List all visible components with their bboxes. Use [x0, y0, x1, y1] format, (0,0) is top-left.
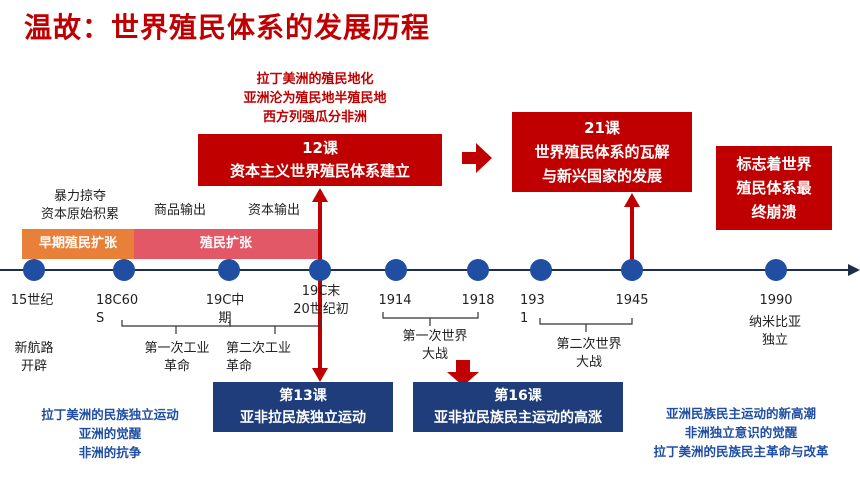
timeline-dot-1990: [765, 259, 787, 281]
bracket-ww1: [382, 312, 479, 319]
note-latin-america-colonized: 拉丁美洲的殖民地化: [256, 72, 374, 87]
timeline-dot-15c: [23, 259, 45, 281]
progress-arrow-right: [462, 143, 492, 173]
label-first-industrial-revolution: 第一次工业 革命: [144, 341, 210, 374]
lesson-12-box: 12课 资本主义世界殖民体系建立: [198, 134, 442, 186]
timeline-dot-19c-end: [309, 259, 331, 281]
bar-colonial-label: 殖民扩张: [199, 236, 252, 251]
note-asia-awakening: 亚洲的觉醒: [78, 426, 142, 441]
note-asia-colonized: 亚洲沦为殖民地半殖民地: [243, 91, 387, 106]
label-ww2: 第二次世界 大战: [556, 337, 622, 370]
timeline-dot-18c60s: [113, 259, 135, 281]
bracket-ww2: [539, 318, 633, 325]
lesson-13-title: 亚非拉民族独立运动: [240, 410, 366, 426]
year-19c-end: 19C末 20世纪初: [293, 284, 349, 317]
note-latin-america-revolution-reform: 拉丁美洲的民族民主革命与改革: [653, 444, 829, 459]
red-arrow-down-head: [312, 368, 328, 382]
year-18c60s: 18C60 S: [96, 293, 139, 326]
page-title: 温故：世界殖民体系的发展历程: [24, 11, 431, 44]
note-africa-independence-awareness: 非洲独立意识的觉醒: [684, 425, 798, 440]
lesson-16-box: 第16课 亚非拉民族民主运动的高涨: [413, 382, 623, 432]
label-ww1: 第一次世界 大战: [402, 329, 468, 362]
note-asia-new-upsurge: 亚洲民族民主运动的新高潮: [665, 406, 816, 421]
bar-early-colonial-expansion: 早期殖民扩张: [22, 229, 134, 259]
timeline-arrowhead: [848, 264, 860, 276]
timeline-dot-19c-mid: [218, 259, 240, 281]
arrow-16-shaft: [456, 360, 470, 372]
label-commodity-export: 商品输出: [153, 203, 206, 218]
final-collapse-box: 标志着世界 殖民体系最 终崩溃: [716, 146, 832, 230]
note-africa-struggle: 非洲的抗争: [78, 445, 142, 460]
timeline-dot-1918: [467, 259, 489, 281]
year-19c-mid: 19C中 期: [205, 293, 245, 326]
arrow-1945-head: [624, 193, 640, 207]
year-15c: 15世纪: [10, 293, 54, 308]
lesson-12-title: 资本主义世界殖民体系建立: [229, 162, 410, 180]
year-1914: 1914: [378, 293, 412, 308]
bar-colonial-expansion: 殖民扩张: [134, 229, 318, 259]
lesson-21-number: 21课: [584, 119, 620, 137]
lesson-21-box: 21课 世界殖民体系的瓦解 与新兴国家的发展: [512, 112, 692, 192]
note-africa-partitioned: 西方列强瓜分非洲: [262, 110, 367, 125]
label-capital-export: 资本输出: [247, 203, 300, 218]
label-second-industrial-revolution: 第二次工业 革命: [226, 341, 292, 374]
timeline-dot-1914: [385, 259, 407, 281]
lesson-16-number: 第16课: [494, 388, 542, 404]
year-1931: 193 1: [520, 293, 545, 326]
left-blue-notes: 拉丁美洲的民族独立运动 亚洲的觉醒 非洲的抗争: [20, 405, 200, 462]
lesson-16-title: 亚非拉民族民主运动的高涨: [434, 410, 602, 426]
year-1918: 1918: [461, 293, 495, 308]
timeline-dot-1945: [621, 259, 643, 281]
note-latin-america-independence: 拉丁美洲的民族独立运动: [41, 407, 179, 422]
arrow-16-head: [447, 372, 479, 386]
year-1990: 1990: [759, 293, 793, 308]
year-1945: 1945: [615, 293, 649, 308]
final-collapse-line-2: 殖民体系最: [736, 179, 812, 197]
final-collapse-line-3: 终崩溃: [751, 203, 797, 221]
lesson-21-title-2: 与新兴国家的发展: [541, 167, 662, 185]
right-blue-notes: 亚洲民族民主运动的新高潮 非洲独立意识的觉醒 拉丁美洲的民族民主革命与改革: [628, 404, 854, 461]
label-violent-plunder: 暴力掠夺: [53, 189, 106, 204]
lesson-21-title-1: 世界殖民体系的瓦解: [534, 143, 670, 161]
top-red-notes: 拉丁美洲的殖民地化 亚洲沦为殖民地半殖民地 西方列强瓜分非洲: [200, 70, 430, 127]
red-arrow-up-head: [312, 188, 328, 202]
lesson-13-box: 第13课 亚非拉民族独立运动: [213, 382, 393, 432]
lesson-12-number: 12课: [302, 139, 338, 157]
label-primitive-accumulation: 资本原始积累: [40, 207, 119, 222]
label-namibia-independence: 纳米比亚 独立: [748, 315, 801, 348]
timeline-dot-1931: [530, 259, 552, 281]
label-new-sea-route: 新航路 开辟: [14, 341, 54, 374]
lesson-13-number: 第13课: [279, 388, 327, 404]
final-collapse-line-1: 标志着世界: [736, 155, 812, 173]
bar-early-label: 早期殖民扩张: [38, 236, 117, 251]
